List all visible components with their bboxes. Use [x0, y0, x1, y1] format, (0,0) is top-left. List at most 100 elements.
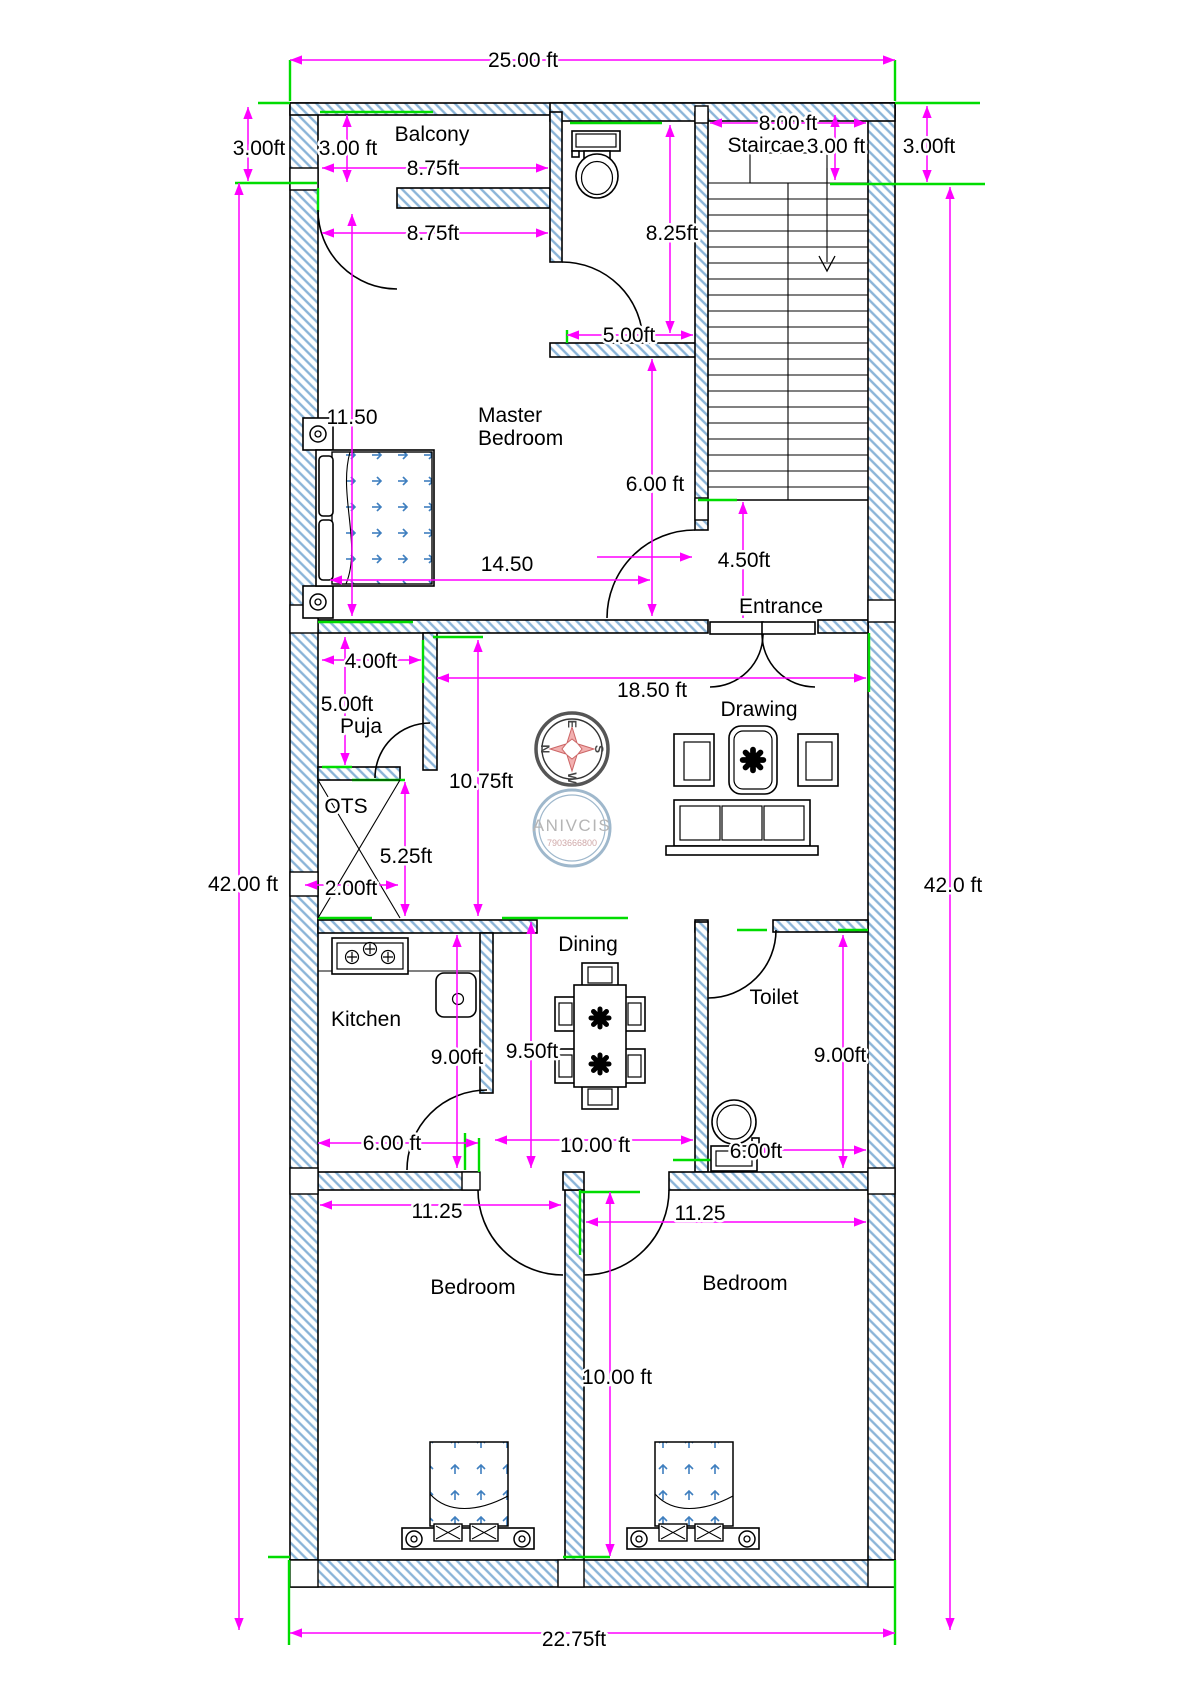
- wall-puja-right: [422, 632, 438, 771]
- room-label-drawing: Drawing: [720, 698, 797, 721]
- ots-brace: [317, 779, 401, 919]
- door-puja: [374, 722, 431, 779]
- room-label-kitchen: Kitchen: [331, 1008, 401, 1031]
- dim-drawing-height: 10.75ft: [449, 770, 513, 793]
- text-labels: 25.00 ft 3.00ft Balcony 3.00 ft 8.75ft 8…: [205, 47, 984, 1654]
- bath-fixtures: [571, 130, 621, 199]
- room-label-master-2: Bedroom: [478, 427, 563, 450]
- sofa-icon: [665, 799, 819, 856]
- door-bath-top: [561, 261, 644, 344]
- dim-right-height: 42.0 ft: [924, 874, 983, 897]
- dim-bath-width: 5.00ft: [603, 324, 656, 347]
- room-label-balcony: Balcony: [395, 123, 470, 146]
- compass-s: S: [592, 745, 606, 753]
- dim-puja-height: 5.00ft: [321, 693, 374, 716]
- wall-dining-toilet: [694, 921, 709, 1173]
- dim-bedroom-right-width: 11.25: [675, 1202, 726, 1225]
- doors: [317, 209, 816, 1276]
- dim-entry-height: 4.50ft: [718, 549, 771, 572]
- dim-balcony-width-lower: 8.75ft: [407, 222, 460, 245]
- entrance-door-leaf-left: [709, 621, 764, 635]
- door-master-from-balcony: [317, 209, 398, 290]
- door-kitchen: [406, 1089, 488, 1171]
- door-master-to-entrance: [606, 529, 696, 619]
- entrance-door-leaf-right: [761, 621, 816, 635]
- dim-toilet-width: 6.00ft: [730, 1140, 783, 1163]
- logo-phone-text: 7903666800: [547, 838, 597, 848]
- room-label-bedroom-left: Bedroom: [430, 1276, 515, 1299]
- room-label-entrance: Entrance: [739, 595, 823, 618]
- room-label-toilet: Toilet: [749, 986, 798, 1009]
- dim-balcony-height: 3.00 ft: [319, 137, 378, 160]
- dim-dining-width: 10.00 ft: [560, 1134, 630, 1157]
- room-label-ots: OTS: [324, 795, 367, 818]
- compass-icon: E S W N: [534, 711, 610, 787]
- wall-left-exterior: [289, 102, 319, 1561]
- armchair-left-icon: [673, 733, 715, 787]
- dim-kitchen-width: 6.00 ft: [363, 1132, 422, 1155]
- sink-icon: [435, 972, 477, 1018]
- wall-kitchen-right: [479, 932, 494, 1094]
- stair-down-arrow: [818, 255, 836, 273]
- dim-master-height: 11.50: [327, 406, 378, 429]
- wall-kitchen-top: [317, 919, 538, 934]
- compass-w: W: [565, 772, 579, 784]
- dim-stair-top-height: 3.00 ft: [807, 135, 866, 158]
- dim-right-top: 3.00ft: [903, 135, 956, 158]
- wall-bottom-exterior: [289, 1559, 896, 1588]
- wall-puja-bottom: [317, 766, 401, 781]
- bedroom-right-bed-icon: [626, 1441, 760, 1550]
- wall-top-thick: [549, 102, 896, 122]
- entrance-door-arc-left: [709, 633, 764, 688]
- dim-total-width: 25.00 ft: [488, 49, 558, 72]
- walls: [289, 102, 896, 1588]
- dining-table-icon: [554, 962, 646, 1110]
- entrance-door-arc-right: [761, 633, 816, 688]
- room-label-dining: Dining: [558, 933, 618, 956]
- bedroom-left-bed-icon: [401, 1441, 535, 1550]
- room-label-master-1: Master: [478, 404, 542, 427]
- wc-top-bowl-icon: [575, 153, 619, 199]
- wall-lower-main-b: [562, 1171, 585, 1191]
- dim-puja-width: 4.00ft: [345, 650, 398, 673]
- dim-bottom-width: 22.75ft: [542, 1628, 606, 1651]
- door-toilet: [707, 929, 777, 999]
- dim-stair-width: 8.00 ft: [759, 112, 818, 135]
- dim-master-right-height: 6.00 ft: [626, 473, 685, 496]
- dim-ots-height: 5.25ft: [380, 845, 433, 868]
- wall-lower-main-c: [668, 1171, 869, 1191]
- wall-stair-left-upper: [694, 111, 709, 501]
- table-plant-icon: [591, 1009, 609, 1027]
- dim-bedrooms-height: 10.00 ft: [582, 1366, 652, 1389]
- accent-marks: [235, 60, 985, 1645]
- dim-drawing-width: 18.50 ft: [617, 679, 687, 702]
- compass-e: E: [565, 720, 579, 728]
- wall-balcony-bottom: [396, 187, 551, 209]
- room-label-puja: Puja: [340, 715, 382, 738]
- armchair-right-icon: [797, 733, 839, 787]
- compass-n: N: [538, 745, 552, 754]
- toilet-wc-icon: [710, 1099, 760, 1172]
- dim-ots-width: 2.00ft: [325, 877, 378, 900]
- dim-master-width: 14.50: [481, 553, 534, 576]
- wall-pillars: [289, 105, 896, 1588]
- dim-balcony-width-upper: 8.75ft: [407, 157, 460, 180]
- dim-kitchen-height: 9.00ft: [431, 1046, 484, 1069]
- dimension-lines: [234, 55, 955, 1638]
- centerpiece-plant-icon: [743, 750, 764, 771]
- anivcis-logo: ANIVCIS 7903666800: [532, 788, 612, 868]
- staircase-treads: [708, 152, 868, 501]
- dim-dining-height: 9.50ft: [506, 1040, 559, 1063]
- dim-left-top: 3.00ft: [233, 137, 286, 160]
- wall-right-exterior: [867, 102, 896, 1561]
- logo-brand-text: ANIVCIS: [533, 816, 612, 835]
- drawing-room-furniture: [665, 725, 839, 856]
- room-label-bedroom-right: Bedroom: [702, 1272, 787, 1295]
- dim-left-height: 42.00 ft: [208, 873, 278, 896]
- wall-main-middle-right: [817, 619, 869, 634]
- wall-bath-left: [549, 111, 563, 263]
- dim-bath-height: 8.25ft: [646, 222, 699, 245]
- wall-lower-main-a: [317, 1171, 479, 1191]
